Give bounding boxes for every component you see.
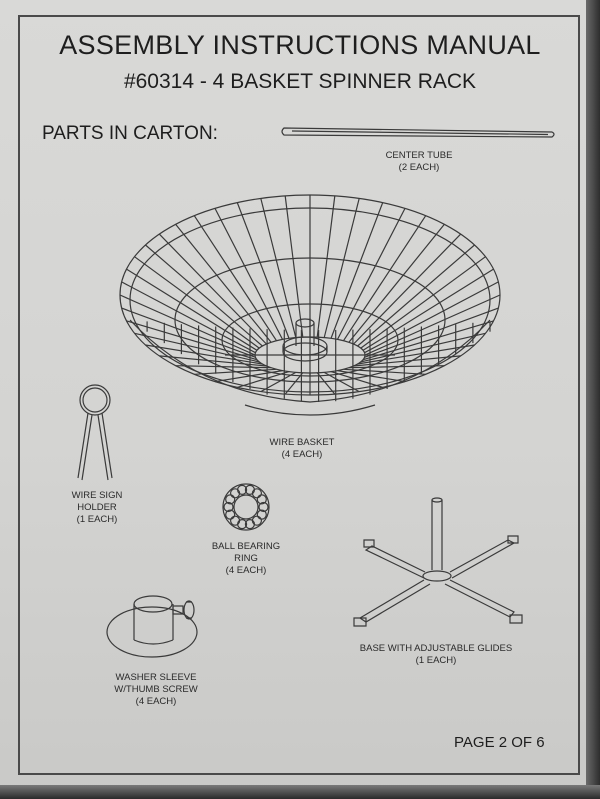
basket-wire bbox=[194, 216, 276, 341]
basket-wire bbox=[358, 345, 475, 364]
basket-wire bbox=[285, 196, 303, 337]
bearing-ball bbox=[238, 485, 247, 494]
basket-wire bbox=[261, 198, 296, 337]
basket-wire bbox=[317, 196, 335, 337]
bearing-ball bbox=[231, 489, 240, 498]
basket-wire bbox=[349, 224, 445, 342]
basket-wire bbox=[349, 366, 445, 368]
bearing-ball bbox=[252, 516, 261, 525]
bearing-ball bbox=[226, 495, 235, 504]
basket-wire bbox=[127, 321, 257, 360]
basket-wire bbox=[344, 369, 426, 374]
basket-wire bbox=[361, 257, 486, 348]
basket-wire bbox=[331, 203, 383, 339]
basket-wire bbox=[363, 269, 493, 350]
basket-wire bbox=[324, 198, 359, 337]
washer-sleeve-drawing bbox=[107, 596, 197, 657]
basket-wire bbox=[361, 333, 486, 362]
basket-wire bbox=[354, 356, 461, 366]
bearing-ball bbox=[259, 503, 268, 512]
wire-basket-drawing bbox=[120, 195, 500, 415]
bearing-ball bbox=[226, 510, 235, 519]
bearing-ball bbox=[257, 510, 266, 519]
base-label: BASE WITH ADJUSTABLE GLIDES(1 EACH) bbox=[359, 643, 513, 666]
basket-wire bbox=[176, 224, 272, 342]
page-number: PAGE 2 OF 6 bbox=[454, 734, 545, 751]
basket-wire bbox=[135, 257, 260, 348]
basket-wire bbox=[358, 245, 475, 346]
basket-wire bbox=[237, 203, 289, 339]
basket-wire bbox=[331, 372, 383, 388]
monitor-bezel-right bbox=[586, 0, 600, 799]
bearing-ball bbox=[252, 489, 261, 498]
product-subtitle: #60314 - 4 BASKET SPINNER RACK bbox=[123, 70, 477, 93]
center-tube-label: CENTER TUBE(2 EACH) bbox=[385, 150, 453, 173]
basket-wire bbox=[159, 234, 266, 344]
basket-wire bbox=[363, 321, 493, 360]
basket-wire bbox=[338, 208, 406, 339]
bearing-ball bbox=[231, 516, 240, 525]
parts-heading: PARTS IN CARTON: bbox=[42, 123, 218, 144]
bearing-ball bbox=[224, 503, 233, 512]
bearing-ball bbox=[245, 520, 254, 529]
basket-wire bbox=[215, 208, 283, 339]
monitor-bezel-bottom bbox=[0, 785, 600, 799]
basket-wire bbox=[127, 269, 257, 350]
base-drawing bbox=[354, 498, 522, 626]
basket-wire bbox=[354, 234, 461, 344]
basket-wire bbox=[285, 373, 303, 394]
page-title: ASSEMBLY INSTRUCTIONS MANUAL bbox=[59, 30, 541, 60]
basket-wire bbox=[159, 356, 266, 366]
basket-wire bbox=[194, 369, 276, 374]
center-tube-drawing bbox=[282, 128, 554, 137]
basket-wire bbox=[344, 216, 426, 341]
bearing-ball bbox=[257, 495, 266, 504]
basket-wire bbox=[176, 366, 272, 368]
sign-holder-drawing bbox=[78, 385, 112, 480]
basket-wire bbox=[317, 373, 335, 394]
basket-wire bbox=[146, 245, 263, 346]
basket-wire bbox=[237, 372, 289, 388]
basket-wire bbox=[146, 345, 263, 364]
basket-wire bbox=[135, 333, 260, 362]
ball-bearing-ring-drawing bbox=[223, 484, 269, 530]
wire-basket-label: WIRE BASKET(4 EACH) bbox=[269, 437, 335, 460]
sign-holder-label: WIRE SIGN HOLDER(1 EACH) bbox=[71, 490, 123, 525]
page-border bbox=[18, 15, 580, 775]
basket-wire bbox=[215, 371, 283, 382]
ball-bearing-ring-label: BALL BEARING RING(4 EACH) bbox=[211, 541, 281, 576]
washer-sleeve-label: WASHER SLEEVE W/THUMB SCREW(4 EACH) bbox=[114, 672, 198, 707]
basket-wire bbox=[338, 371, 406, 382]
